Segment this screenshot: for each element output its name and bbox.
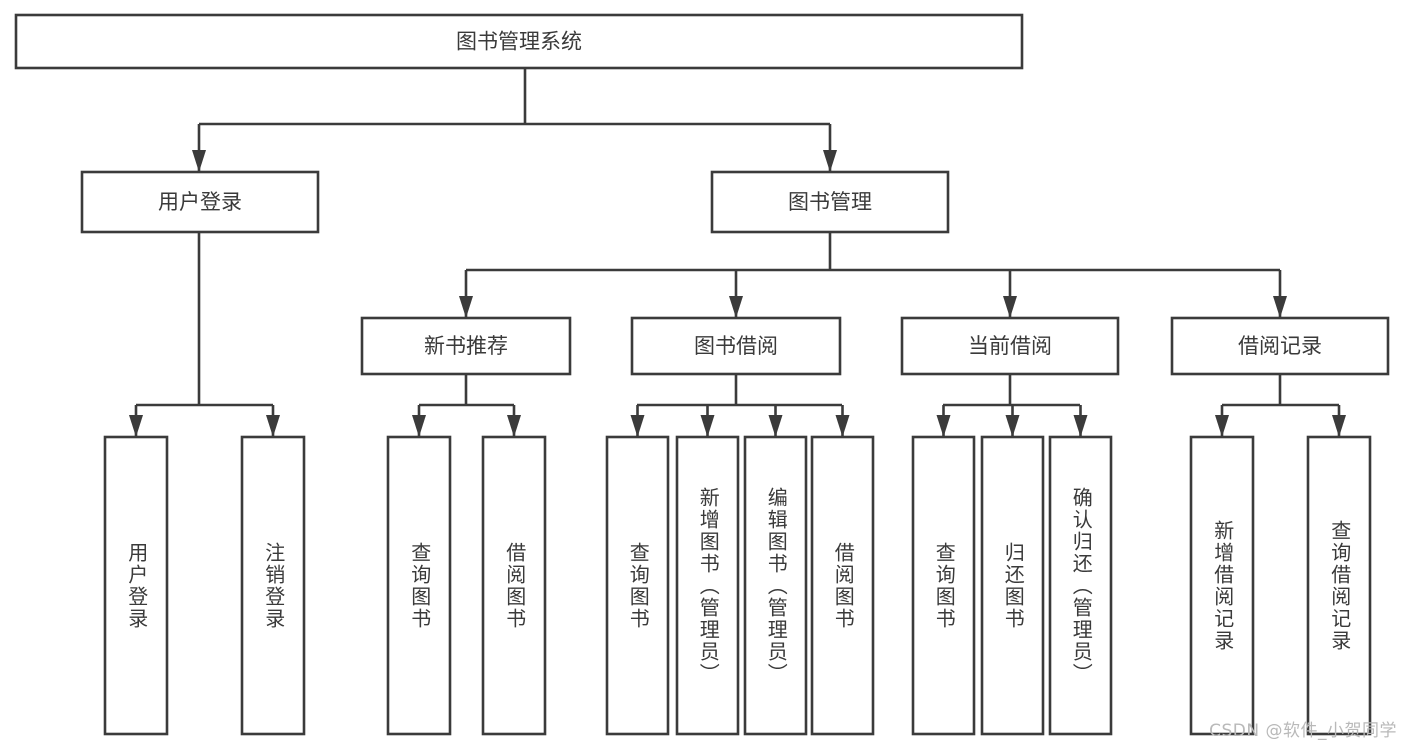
node-label-level2-1: 图书管理: [788, 190, 872, 214]
arrow-head-icon: [1332, 415, 1346, 437]
connector-layer: [129, 68, 1346, 437]
node-label-level3-1: 图书借阅: [694, 334, 778, 358]
arrow-head-icon: [823, 150, 837, 172]
node-label-level3-2: 当前借阅: [968, 334, 1052, 358]
node-box-level2-0[interactable]: [80, 170, 320, 234]
node-box-level3-3[interactable]: [1170, 316, 1390, 376]
node-label-level3-0: 新书推荐: [424, 334, 508, 358]
node-box-leaf-1[interactable]: [240, 435, 306, 736]
node-box-level3-1[interactable]: [630, 316, 842, 376]
node-box-leaf-10[interactable]: [1048, 435, 1113, 736]
node-label-level2-0: 用户登录: [158, 190, 242, 214]
arrow-head-icon: [192, 150, 206, 172]
node-box-leaf-2[interactable]: [386, 435, 452, 736]
csdn-watermark: CSDN @软件_小贺同学: [1209, 721, 1397, 741]
arrow-head-icon: [700, 415, 715, 437]
node-box-level3-0[interactable]: [360, 316, 572, 376]
arrow-head-icon: [768, 415, 783, 437]
arrow-head-icon: [266, 415, 280, 437]
node-box-leaf-5[interactable]: [675, 435, 740, 736]
arrow-head-icon: [459, 296, 473, 318]
node-label-level3-3: 借阅记录: [1238, 334, 1322, 358]
node-box-leaf-8[interactable]: [911, 435, 976, 736]
node-box-leaf-7[interactable]: [810, 435, 875, 736]
arrow-head-icon: [1003, 296, 1017, 318]
node-box-leaf-4[interactable]: [605, 435, 670, 736]
node-box-leaf-12[interactable]: [1306, 435, 1372, 736]
arrow-head-icon: [936, 415, 951, 437]
node-box-level3-2[interactable]: [900, 316, 1120, 376]
arrow-head-icon: [1073, 415, 1088, 437]
arrow-head-icon: [1273, 296, 1287, 318]
node-label-root: 图书管理系统: [456, 30, 582, 54]
arrow-head-icon: [507, 415, 521, 437]
node-box-root[interactable]: [14, 13, 1024, 70]
arrow-head-icon: [1005, 415, 1020, 437]
arrow-head-icon: [729, 296, 743, 318]
node-box-leaf-6[interactable]: [743, 435, 808, 736]
node-box-layer: [14, 13, 1390, 736]
node-box-leaf-0[interactable]: [103, 435, 169, 736]
node-box-leaf-11[interactable]: [1189, 435, 1255, 736]
node-box-level2-1[interactable]: [710, 170, 950, 234]
arrow-head-icon: [630, 415, 645, 437]
arrow-head-icon: [835, 415, 850, 437]
arrow-head-icon: [412, 415, 426, 437]
arrow-head-icon: [129, 415, 143, 437]
node-box-leaf-9[interactable]: [980, 435, 1045, 736]
node-box-leaf-3[interactable]: [481, 435, 547, 736]
arrow-head-icon: [1215, 415, 1229, 437]
